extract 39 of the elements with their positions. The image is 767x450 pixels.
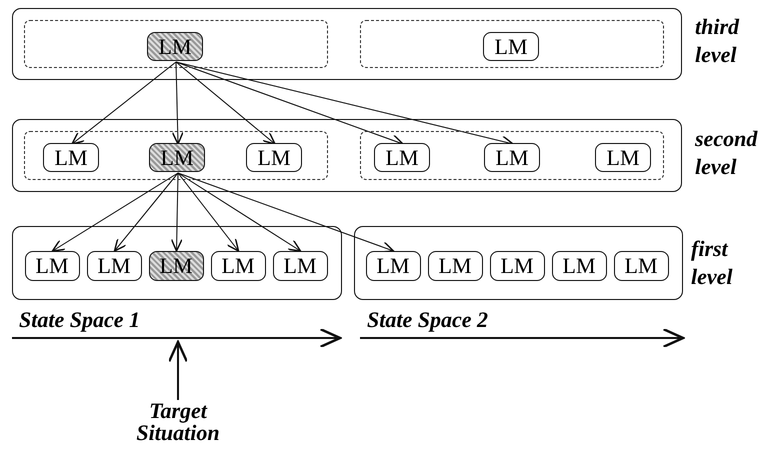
arrow: [178, 172, 302, 252]
lm-box: LM: [210, 250, 266, 280]
lm-box: LM: [366, 250, 420, 280]
level-label: third level: [695, 13, 740, 68]
lm-box: LM: [552, 250, 606, 280]
group-region: [24, 20, 328, 68]
arrow: [172, 62, 184, 145]
arrow: [178, 172, 394, 253]
label-text: Target Situation: [136, 398, 220, 445]
group-region: [360, 130, 664, 180]
arrow: [170, 172, 183, 252]
lm-box: LM: [272, 250, 328, 280]
level-label: first level: [691, 235, 734, 290]
arrow: [52, 172, 178, 252]
lm-box: LM: [484, 143, 540, 172]
selected-lm-box: LM: [149, 143, 205, 172]
group-region: [24, 130, 328, 180]
lm-box: LM: [490, 250, 544, 280]
arrow: [168, 340, 188, 400]
arrow: [176, 62, 276, 145]
group-region: [360, 20, 664, 68]
lm-box: LM: [43, 143, 99, 172]
arrow: [176, 62, 404, 146]
lm-box: LM: [374, 143, 430, 172]
selected-lm-box: LM: [148, 250, 204, 280]
level-label: State Space 1: [19, 306, 140, 334]
level-label: second level: [695, 125, 758, 180]
lm-box: LM: [428, 250, 482, 280]
lm-box: LM: [24, 250, 80, 280]
lm-box: LM: [483, 32, 539, 61]
arrow: [178, 172, 240, 252]
lm-box: LM: [614, 250, 668, 280]
arrow: [114, 172, 178, 252]
selected-lm-box: LM: [147, 32, 203, 61]
level-label: State Space 2: [367, 306, 488, 334]
lm-box: LM: [595, 143, 651, 172]
lm-box: LM: [86, 250, 142, 280]
lm-box: LM: [246, 143, 302, 172]
arrow: [71, 62, 176, 145]
